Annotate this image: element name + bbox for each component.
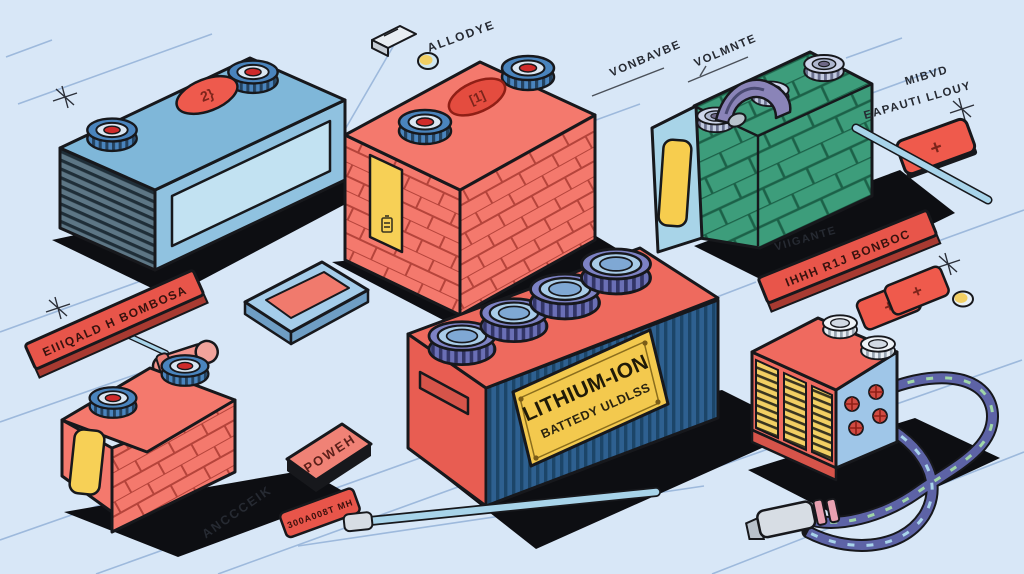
device-grille-3	[811, 384, 833, 463]
badge-small-2: +	[883, 265, 950, 316]
rod-bottom	[342, 487, 661, 533]
red-oval-button	[447, 77, 507, 117]
bl-top-face	[60, 366, 237, 454]
salmon-label-strip	[368, 153, 404, 254]
yellow-dot-top	[417, 52, 439, 70]
rod-top-right	[851, 123, 993, 205]
tag-serial: 300A008T MH	[278, 487, 361, 539]
blue-display-panel	[170, 119, 332, 248]
main-handle-recess	[418, 370, 470, 416]
battery-salmon-bottom	[60, 325, 237, 534]
cable-connector	[744, 497, 841, 541]
tag-blue-display	[243, 260, 370, 346]
yellow-dot-right	[952, 290, 974, 308]
name-plate: LITHIUM-ION BATTEDY ULDLSS	[511, 328, 670, 468]
clamp-handle	[714, 78, 792, 126]
salmon-top-face	[343, 60, 597, 192]
red-button-glyph: [1]	[467, 87, 488, 107]
device-grille-1	[755, 358, 779, 440]
tag-display-screen	[265, 271, 350, 319]
device-grille-2	[783, 371, 807, 452]
blue-button-glyph: 2}	[198, 85, 217, 105]
device-ports	[844, 384, 888, 436]
green-label-panel	[657, 138, 693, 228]
blue-oval-button	[175, 74, 239, 116]
bl-label-panel	[68, 428, 106, 496]
battery-salmon-top: [1]	[343, 54, 597, 317]
device-pump	[744, 314, 999, 552]
battery-charge-icon	[381, 215, 393, 233]
plug-top	[371, 25, 417, 57]
battery-blue: 2}	[58, 56, 347, 272]
battery-green	[650, 50, 874, 254]
device-top-face	[750, 316, 899, 392]
cables	[798, 371, 999, 552]
